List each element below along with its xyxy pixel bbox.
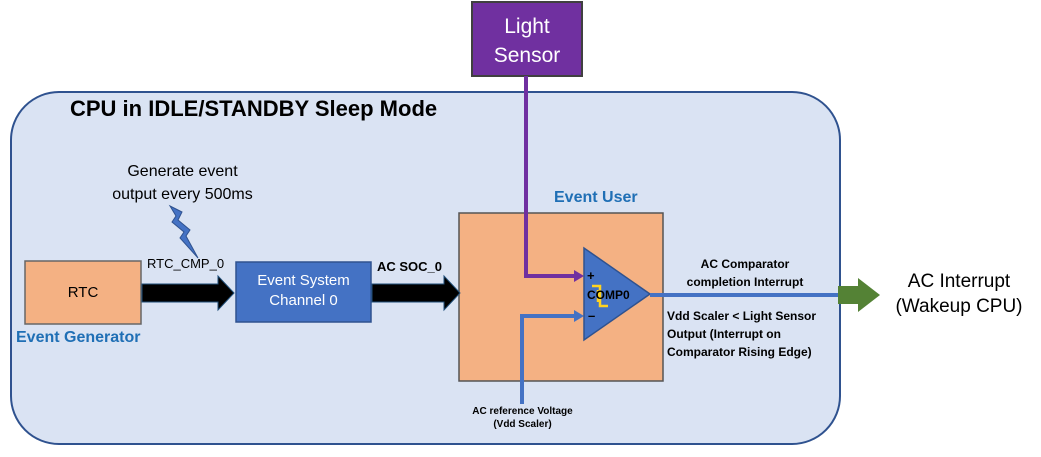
cpu-sleep-title: CPU in IDLE/STANDBY Sleep Mode: [70, 96, 438, 121]
comparator-minus-sign: –: [588, 308, 596, 323]
ac-interrupt-label: AC Interrupt (Wakeup CPU): [895, 271, 1023, 317]
light-sensor-signal-line: [524, 76, 576, 278]
rtc-box: [24, 260, 142, 325]
event-system-to-user-arrow: [371, 274, 461, 312]
ac-comparator-interrupt-label: AC Comparator completion Interrupt: [686, 257, 804, 289]
comparator-name: COMP0: [587, 288, 630, 302]
ac-soc-signal-label: AC SOC_0: [377, 259, 443, 274]
comparator-plus-sign: +: [587, 268, 595, 283]
light-sensor-box: [471, 1, 583, 77]
event-system-box: [235, 261, 372, 323]
light-sensor-label: Light Sensor: [493, 15, 561, 67]
interrupt-condition-label: Vdd Scaler < Light Sensor Output (Interr…: [667, 309, 817, 359]
light-sensor-signal-arrowhead: [574, 270, 584, 282]
event-user-caption: Event User: [554, 189, 638, 206]
rtc-label: RTC: [67, 284, 99, 301]
ac-interrupt-arrow: [838, 278, 880, 312]
rtc-to-event-system-arrow: [141, 274, 235, 312]
rtc-cmp-signal-label: RTC_CMP_0: [147, 256, 225, 271]
ac-reference-line: [520, 314, 576, 404]
comparator-triangle: [583, 246, 652, 342]
event-system-label: Event System Channel 0: [257, 272, 350, 309]
ac-reference-arrowhead: [574, 310, 584, 322]
event-generator-caption: Event Generator: [16, 329, 141, 346]
lightning-bolt-icon: [168, 204, 199, 259]
hysteresis-icon: [592, 284, 608, 308]
ac-reference-label: AC reference Voltage (Vdd Scaler): [472, 406, 573, 430]
event-output-note: Generate event output every 500ms: [112, 163, 253, 203]
